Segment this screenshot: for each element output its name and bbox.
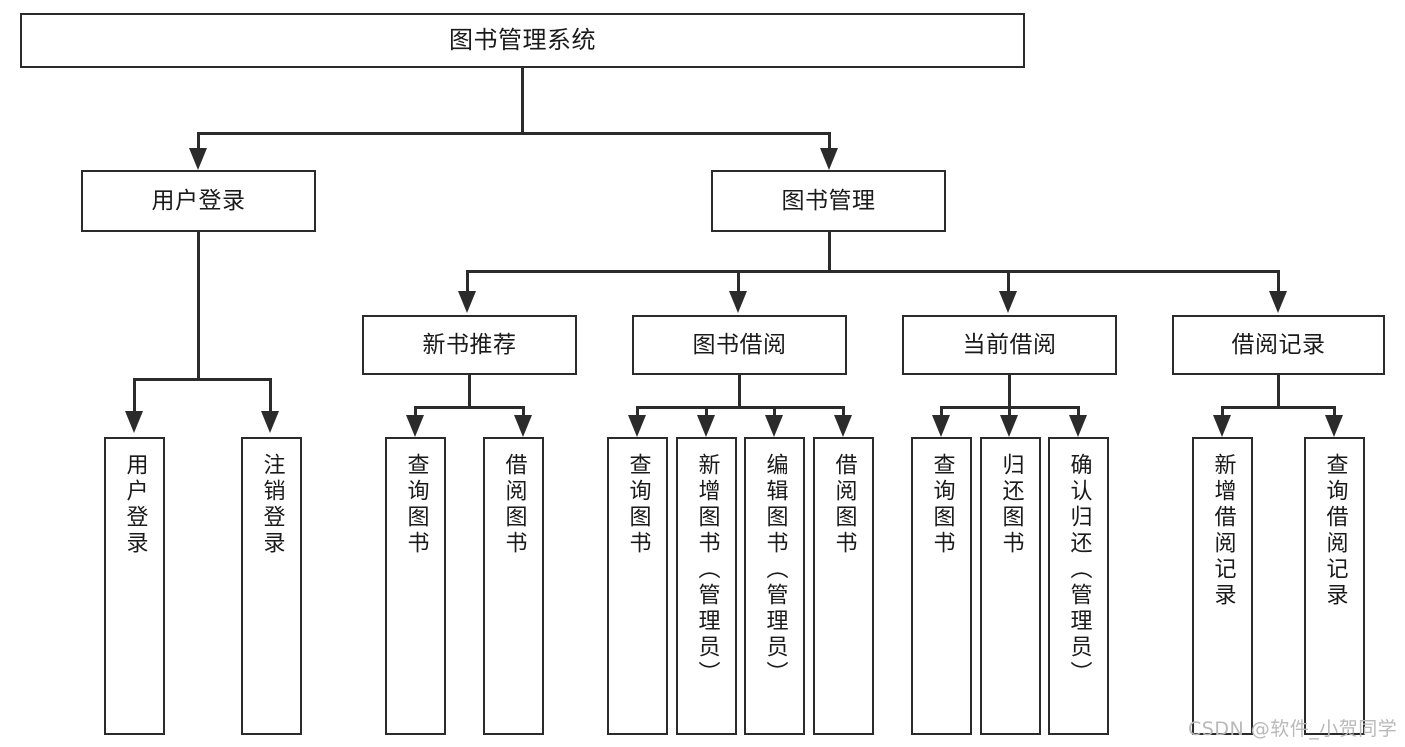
connector-drop-current-borrow-leaf-0 <box>940 406 943 418</box>
connector-drop-new-book-leaf-1 <box>522 406 525 418</box>
arrowhead-book-borrow-leaf-1 <box>697 415 715 437</box>
arrowhead-level3-0 <box>458 291 476 313</box>
node-leaf-user-login-1[interactable]: 注销登录 <box>241 437 302 735</box>
node-label: 注销登录 <box>259 453 285 557</box>
connector-drop-user-login-leaf-1 <box>269 378 272 413</box>
connector-drop-current-borrow-leaf-2 <box>1077 406 1080 418</box>
node-leaf-current-borrow-0[interactable]: 查询图书 <box>911 437 972 735</box>
node-leaf-borrow-record-0[interactable]: 新增借阅记录 <box>1192 437 1253 735</box>
node-leaf-book-borrow-3[interactable]: 借阅图书 <box>813 437 874 735</box>
arrowhead-book-borrow-leaf-2 <box>765 415 783 437</box>
arrowhead-level3-2 <box>999 291 1017 313</box>
node-label: 当前借阅 <box>962 331 1057 358</box>
node-label: 借阅图书 <box>831 453 857 557</box>
arrowhead-borrow-record-leaf-1 <box>1325 415 1343 437</box>
arrowhead-new-book-leaf-0 <box>406 415 424 437</box>
arrowhead-user-login <box>189 148 207 170</box>
node-label: 借阅记录 <box>1231 331 1326 358</box>
connector-stem-user-login <box>197 232 200 380</box>
arrowhead-current-borrow-leaf-1 <box>1000 415 1018 437</box>
connector-drop-level3-2 <box>1007 270 1010 295</box>
connector-drop-book-management <box>828 132 831 151</box>
node-borrow-record[interactable]: 借阅记录 <box>1172 315 1385 375</box>
node-book-borrow[interactable]: 图书借阅 <box>632 315 847 375</box>
arrowhead-borrow-record-leaf-0 <box>1213 415 1231 437</box>
node-leaf-current-borrow-2[interactable]: 确认归还（管理员） <box>1048 437 1109 735</box>
node-user-login[interactable]: 用户登录 <box>81 170 316 232</box>
node-label: 归还图书 <box>998 453 1024 557</box>
connector-stem-current-borrow <box>1008 375 1011 408</box>
connector-drop-user-login-leaf-0 <box>133 378 136 413</box>
connector-drop-borrow-record-leaf-0 <box>1221 406 1224 418</box>
connector-drop-level3-1 <box>737 270 740 295</box>
connector-drop-level3-3 <box>1277 270 1280 295</box>
arrowhead-current-borrow-leaf-0 <box>932 415 950 437</box>
node-label: 查询图书 <box>929 453 955 557</box>
arrowhead-book-borrow-leaf-3 <box>834 415 852 437</box>
node-leaf-book-borrow-0[interactable]: 查询图书 <box>607 437 668 735</box>
connector-stem-borrow-record <box>1277 375 1280 408</box>
connector-drop-book-borrow-leaf-3 <box>842 406 845 418</box>
arrowhead-new-book-leaf-1 <box>514 415 532 437</box>
node-label: 确认归还（管理员） <box>1066 453 1092 687</box>
node-label: 借阅图书 <box>501 453 527 557</box>
connector-bus-new-book-leaves <box>414 406 525 409</box>
node-current-borrow[interactable]: 当前借阅 <box>902 315 1117 375</box>
connector-drop-user-login <box>197 132 200 151</box>
node-label: 新增图书（管理员） <box>694 453 720 687</box>
node-label: 用户登录 <box>122 453 148 557</box>
connector-drop-borrow-record-leaf-1 <box>1333 406 1336 418</box>
node-new-book-recommend[interactable]: 新书推荐 <box>362 315 577 375</box>
connector-drop-new-book-leaf-0 <box>414 406 417 418</box>
connector-stem-book-borrow <box>738 375 741 408</box>
arrowhead-current-borrow-leaf-2 <box>1069 415 1087 437</box>
node-label: 查询借阅记录 <box>1322 453 1348 609</box>
connector-root-stem <box>521 68 524 134</box>
node-label: 编辑图书（管理员） <box>762 453 788 687</box>
arrowhead-user-login-leaf-0 <box>125 411 143 433</box>
node-book-management[interactable]: 图书管理 <box>711 170 946 232</box>
node-label: 用户登录 <box>151 187 246 214</box>
arrowhead-user-login-leaf-1 <box>261 411 279 433</box>
connector-bus-level3 <box>466 270 1280 273</box>
node-leaf-user-login-0[interactable]: 用户登录 <box>104 437 165 735</box>
node-leaf-book-borrow-2[interactable]: 编辑图书（管理员） <box>744 437 805 735</box>
connector-bus-user-login-leaves <box>133 378 272 381</box>
node-leaf-borrow-record-1[interactable]: 查询借阅记录 <box>1304 437 1365 735</box>
node-root-book-management-system[interactable]: 图书管理系统 <box>20 13 1025 68</box>
node-label: 新增借阅记录 <box>1210 453 1236 609</box>
arrowhead-level3-3 <box>1269 291 1287 313</box>
node-leaf-new-book-1[interactable]: 借阅图书 <box>483 437 544 735</box>
arrowhead-level3-1 <box>729 291 747 313</box>
node-leaf-current-borrow-1[interactable]: 归还图书 <box>980 437 1041 735</box>
node-label: 查询图书 <box>403 453 429 557</box>
node-label: 查询图书 <box>625 453 651 557</box>
connector-bus-borrow-record-leaves <box>1221 406 1336 409</box>
connector-stem-new-book <box>468 375 471 408</box>
node-leaf-new-book-0[interactable]: 查询图书 <box>385 437 446 735</box>
csdn-watermark: CSDN @软件_小贺同学 <box>1188 718 1398 740</box>
connector-drop-level3-0 <box>466 270 469 295</box>
arrowhead-book-borrow-leaf-0 <box>628 415 646 437</box>
connector-drop-current-borrow-leaf-1 <box>1008 406 1011 418</box>
node-label: 新书推荐 <box>422 331 517 358</box>
connector-drop-book-borrow-leaf-2 <box>773 406 776 418</box>
connector-drop-book-borrow-leaf-0 <box>636 406 639 418</box>
connector-bus-level2 <box>197 132 831 135</box>
node-leaf-book-borrow-1[interactable]: 新增图书（管理员） <box>676 437 737 735</box>
arrowhead-book-management <box>820 148 838 170</box>
node-label: 图书管理 <box>781 187 876 214</box>
connector-drop-book-borrow-leaf-1 <box>705 406 708 418</box>
connector-stem-book-management <box>828 232 831 272</box>
node-label: 图书管理系统 <box>449 25 596 54</box>
node-label: 图书借阅 <box>692 331 787 358</box>
connector-bus-book-borrow-leaves <box>636 406 845 409</box>
